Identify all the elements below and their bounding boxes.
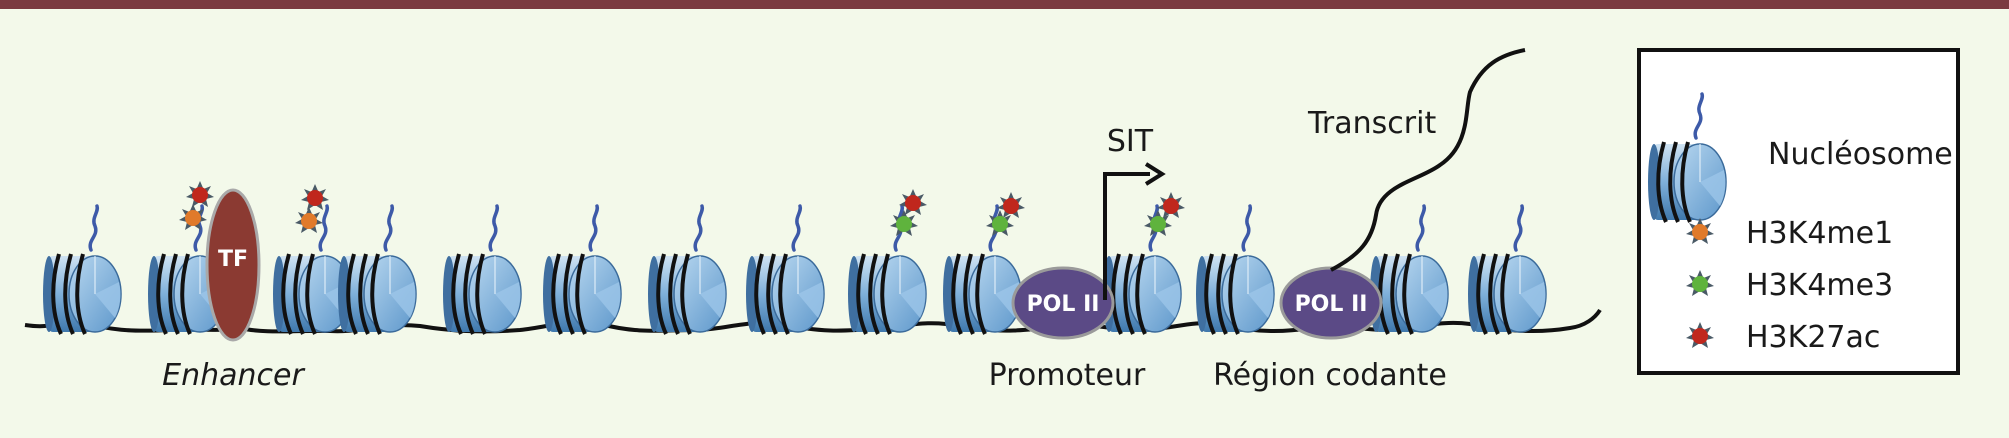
h3k27ac-mark — [899, 189, 927, 215]
nucleosome — [1466, 204, 1548, 336]
nucleosome — [646, 204, 728, 336]
nucleosome — [744, 204, 826, 336]
transcription-factor: TF — [205, 188, 261, 342]
nucleosome — [41, 204, 123, 336]
enhancer-label: Enhancer — [162, 358, 305, 393]
top-bar — [0, 0, 2009, 9]
legend-label-h3k4me1: H3K4me1 — [1746, 216, 1893, 251]
coding-region-label: Région codante — [1213, 358, 1447, 393]
legend: Nucléosome H3K4me1 H3K4me3 H3K27ac — [1637, 48, 1960, 375]
h3k4me1-mark — [295, 207, 323, 233]
h3k27ac-mark — [301, 184, 329, 210]
legend-label-nucleosome: Nucléosome — [1768, 137, 1953, 172]
h3k27ac-mark — [186, 181, 214, 207]
tss-label: SIT — [1107, 124, 1154, 159]
tf-label: TF — [218, 247, 248, 272]
pol2-coding-label: POL II — [1295, 292, 1368, 317]
tss-arrow: SIT — [1103, 124, 1166, 300]
h3k27ac-mark — [997, 192, 1025, 218]
h3k27ac-mark — [1686, 322, 1714, 348]
nucleosome — [441, 204, 523, 336]
nucleosome — [1368, 204, 1450, 336]
promoter-label: Promoteur — [989, 358, 1146, 393]
pol2-coding: POL II — [1279, 266, 1383, 340]
pol2-promoter-label: POL II — [1027, 292, 1100, 317]
dna-strand — [24, 308, 1602, 334]
dna-backbone — [24, 308, 1602, 334]
nucleosome — [336, 204, 418, 336]
pol2-promoter: POL II — [1011, 266, 1115, 340]
legend-label-h3k4me3: H3K4me3 — [1746, 268, 1893, 303]
legend-label-h3k27ac: H3K27ac — [1746, 320, 1880, 355]
h3k4me3-mark — [1144, 210, 1172, 236]
h3k4me1-mark — [179, 204, 207, 230]
h3k4me1-mark — [1686, 218, 1714, 244]
transcript-label: Transcrit — [1307, 106, 1436, 141]
transcript: Transcrit — [1307, 48, 1526, 272]
h3k4me3-mark — [986, 210, 1014, 236]
nucleosome — [541, 204, 623, 336]
nucleosome — [1194, 204, 1276, 336]
histone-marks — [179, 181, 1185, 236]
h3k4me3-mark — [1686, 270, 1714, 296]
h3k27ac-mark — [1157, 192, 1185, 218]
h3k4me3-mark — [890, 210, 918, 236]
